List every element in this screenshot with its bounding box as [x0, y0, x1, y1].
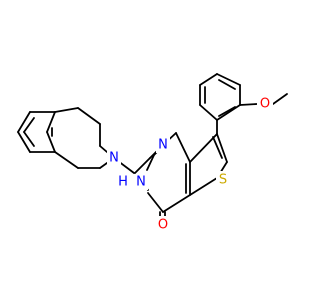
- bond-line: [146, 154, 155, 171]
- bond-line: [189, 177, 218, 196]
- bond-line: [77, 107, 101, 125]
- bond-line: [216, 73, 241, 86]
- atom-o-methoxy-text: O: [260, 97, 270, 112]
- bond-line: [147, 192, 164, 213]
- bond-line: [46, 111, 56, 133]
- atom-label-n-upper: N: [156, 137, 170, 153]
- bond-line: [175, 132, 191, 163]
- atom-n-isoquinoline-text: N: [109, 151, 119, 166]
- bond-line: [46, 131, 56, 153]
- molecule-structure: N N N H S O O: [17, 73, 288, 234]
- bond-line: [54, 107, 79, 113]
- bond-line: [216, 133, 228, 163]
- bond-line: [216, 104, 241, 121]
- atom-label-s: S: [216, 171, 230, 189]
- bond-line: [199, 104, 218, 121]
- atom-n-lower-text: N: [136, 175, 146, 190]
- bond-line: [189, 133, 218, 163]
- atom-s-text: S: [219, 173, 227, 188]
- bond-line: [239, 103, 258, 106]
- bond-line: [134, 157, 151, 174]
- atom-label-o-carbonyl: O: [155, 216, 171, 234]
- bond-line: [218, 106, 236, 117]
- bond-line: [17, 111, 31, 133]
- atom-label-n-isoquinoline: N: [107, 150, 121, 166]
- atom-label-nh: N H: [116, 174, 148, 190]
- bond-line: [17, 131, 31, 153]
- atom-h-text: H: [118, 175, 128, 190]
- atom-o-carbonyl-text: O: [158, 218, 168, 233]
- bond-line: [23, 117, 35, 133]
- bond-line: [162, 194, 191, 213]
- atom-n-upper-text: N: [158, 138, 168, 153]
- bond-layer: [17, 73, 288, 219]
- atom-label-o-methoxy: O: [257, 95, 273, 113]
- bond-line: [218, 79, 236, 90]
- bond-line: [54, 151, 79, 169]
- bond-line: [23, 131, 35, 147]
- bond-line: [199, 73, 218, 86]
- bond-line: [212, 136, 223, 159]
- bond-line: [272, 93, 288, 105]
